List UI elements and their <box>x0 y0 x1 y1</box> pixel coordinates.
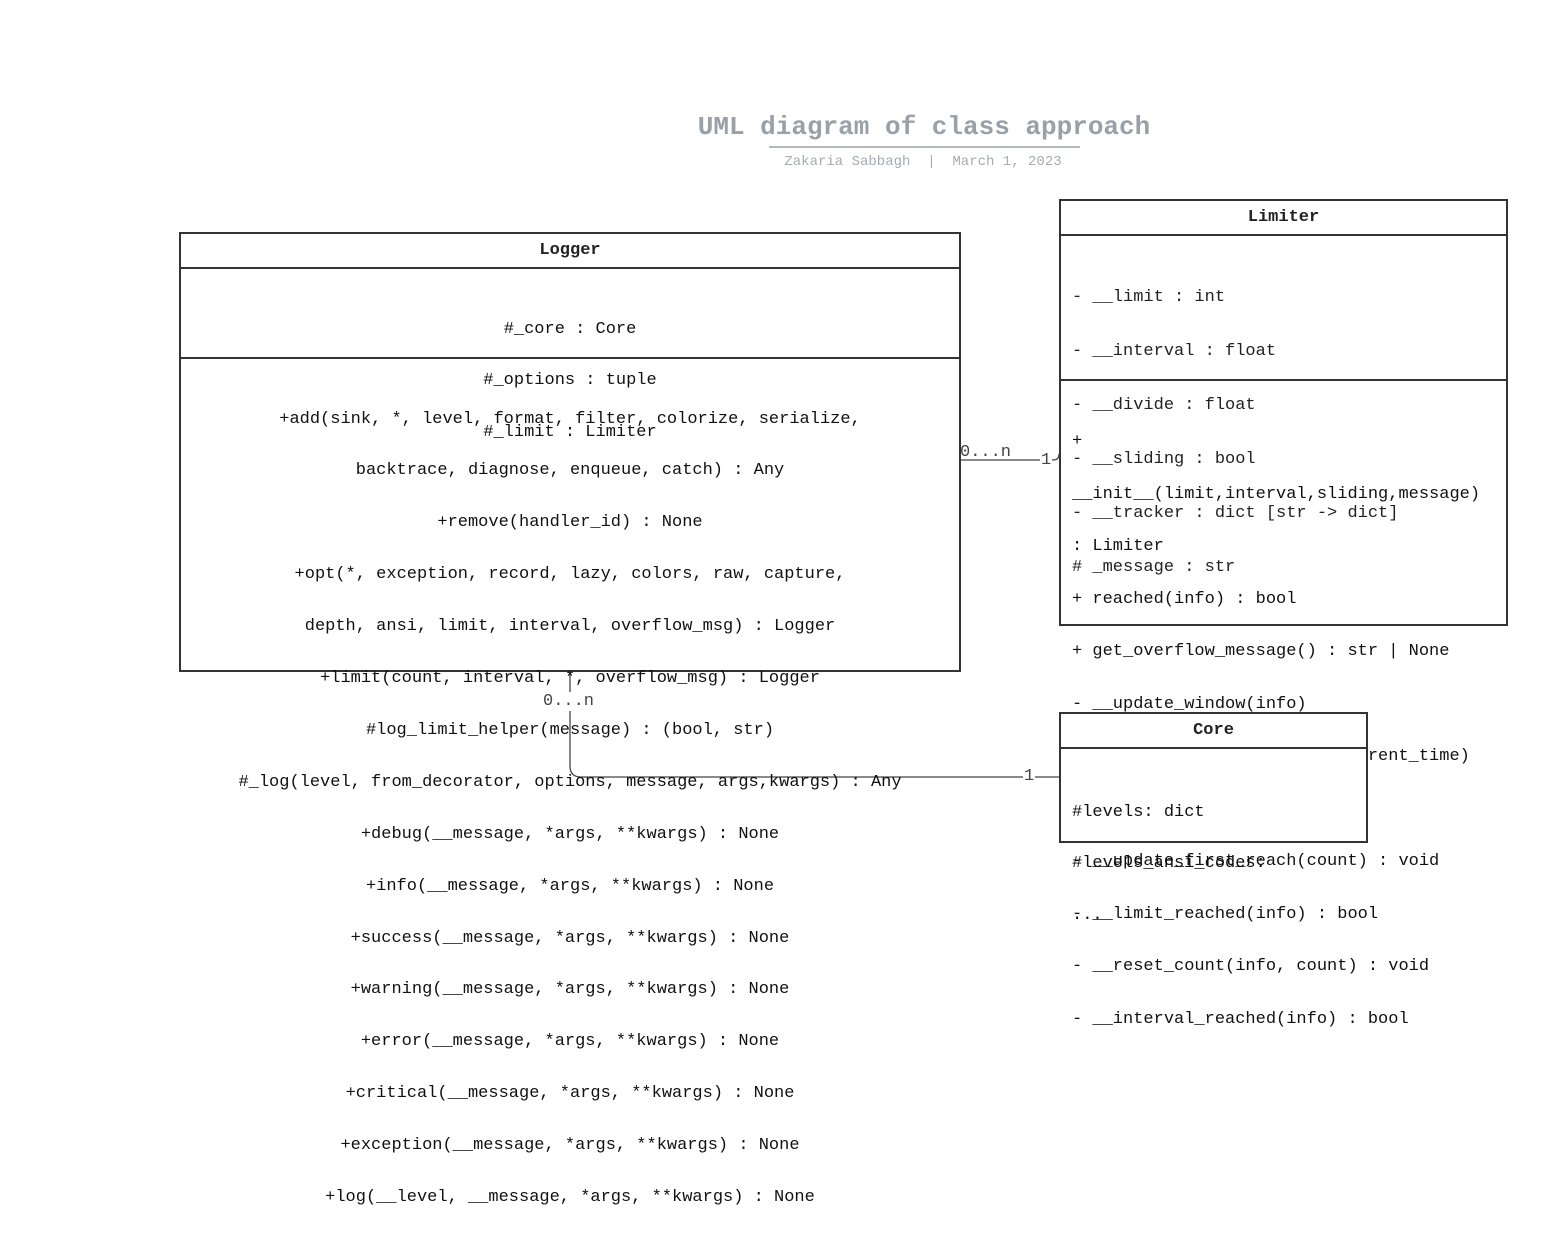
class-logger-methods: +add(sink, *, level, format, filter, col… <box>181 359 959 1241</box>
method: +critical(__message, *args, **kwargs) : … <box>345 1084 795 1104</box>
method: - __interval_reached(info) : bool <box>1072 1009 1409 1029</box>
method: #log_limit_helper(message) : (bool, str) <box>365 720 775 740</box>
diagram-title: UML diagram of class approach <box>697 112 1151 142</box>
method: - __update_window(info) <box>1072 694 1307 714</box>
method: depth, ansi, limit, interval, overflow_m… <box>304 617 836 637</box>
attribute: #_core : Core <box>503 319 637 339</box>
method: +opt(*, exception, record, lazy, colors,… <box>294 565 846 585</box>
method: +log(__level, __message, *args, **kwargs… <box>325 1187 815 1207</box>
class-logger[interactable]: Logger #_core : Core #_options : tuple #… <box>179 232 961 1206</box>
attribute: - __interval : float <box>1072 342 1277 361</box>
diagram-subtitle: Zakaria Sabbagh | March 1, 2023 <box>784 154 1062 170</box>
method: - __update_first_reach(count) : void <box>1072 852 1440 871</box>
method: : Limiter <box>1072 537 1164 556</box>
logger-core-connector <box>569 672 1059 778</box>
attribute: - __divide : float <box>1072 396 1256 415</box>
title-underline <box>769 146 1080 148</box>
logger-limiter-source-multiplicity: 0...n <box>960 443 1012 462</box>
class-logger-name: Logger <box>181 234 959 269</box>
attribute: #_limit : Limiter <box>483 423 657 443</box>
method: + <box>1072 432 1083 451</box>
method: +exception(__message, *args, **kwargs) :… <box>340 1136 800 1156</box>
method: +warning(__message, *args, **kwargs) : N… <box>350 980 790 1000</box>
method: +success(__message, *args, **kwargs) : N… <box>350 928 790 948</box>
method: + get_overflow_message() : str | None <box>1072 642 1450 661</box>
logger-core-target-multiplicity: 1 <box>1023 767 1036 786</box>
method: +info(__message, *args, **kwargs) : None <box>365 876 775 896</box>
method: +remove(handler_id) : None <box>437 513 703 533</box>
method: +debug(__message, *args, **kwargs) : Non… <box>360 824 780 844</box>
method: backtrace, diagnose, enqueue, catch) : A… <box>355 461 785 481</box>
logger-core-source-multiplicity: 0...n <box>543 692 595 711</box>
method: __init__(limit,interval,sliding,message) <box>1072 484 1481 504</box>
method: +limit(count, interval, *, overflow_msg)… <box>320 669 820 689</box>
attribute: - __limit : int <box>1072 288 1226 307</box>
attribute: #levels_ansi_codes: <box>1072 854 1266 874</box>
attribute: #_options : tuple <box>483 371 657 391</box>
method: +add(sink, *, level, format, filter, col… <box>279 409 861 429</box>
connectors <box>569 453 1060 778</box>
logger-limiter-connector <box>961 453 1060 461</box>
diagram-title-wrap: UML diagram of class approach <box>694 112 1154 142</box>
method: - __reset_count(info, count) : void <box>1072 957 1430 976</box>
logger-limiter-target-multiplicity: 1 <box>1040 451 1053 470</box>
class-limiter-name: Limiter <box>1061 201 1506 236</box>
class-core-attributes: #levels: dict #levels_ansi_codes: ... <box>1061 749 1366 959</box>
attribute: #levels: dict <box>1072 802 1205 822</box>
method: +error(__message, *args, **kwargs) : Non… <box>360 1032 780 1052</box>
class-core[interactable]: Core #levels: dict #levels_ansi_codes: .… <box>1059 712 1368 925</box>
attribute: ... <box>1072 906 1103 926</box>
class-logger-attributes: #_core : Core #_options : tuple #_limit … <box>181 269 959 442</box>
attribute: - __tracker : dict [str -> dict] <box>1072 504 1399 523</box>
class-limiter[interactable]: Limiter - __limit : int - __interval : f… <box>1059 199 1508 1028</box>
class-limiter-attributes: - __limit : int - __interval : float - _… <box>1061 236 1506 577</box>
method: + reached(info) : bool <box>1072 589 1297 609</box>
class-core-name: Core <box>1061 714 1366 749</box>
attribute: - __sliding : bool <box>1072 450 1256 469</box>
attribute: # _message : str <box>1072 558 1236 577</box>
method: #_log(level, from_decorator, options, me… <box>238 772 902 792</box>
